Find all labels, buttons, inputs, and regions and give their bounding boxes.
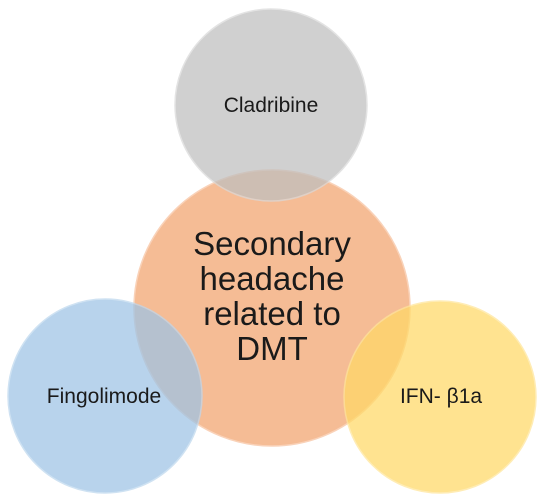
center-label-line-3: related to — [203, 295, 341, 332]
center-label-line-1: Secondary — [193, 225, 351, 262]
center-label-line-2: headache — [200, 260, 345, 297]
fingolimode-circle — [7, 298, 203, 494]
cladribine-circle — [174, 8, 368, 202]
center-label-line-4: DMT — [236, 330, 307, 367]
ifn-beta1a-label: IFN- β1a — [400, 385, 482, 408]
fingolimode-label: Fingolimode — [47, 385, 161, 408]
cladribine-label: Cladribine — [224, 94, 319, 117]
ifn-beta1a-circle — [343, 300, 537, 494]
